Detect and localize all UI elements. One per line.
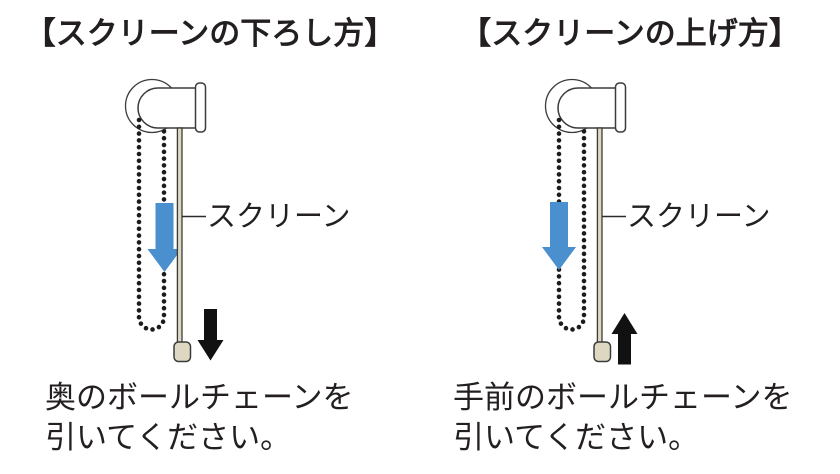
panel-title-raise: 【スクリーンの上げ方】	[460, 16, 800, 51]
roller-mechanism-diagram-raise	[542, 78, 638, 365]
blue-down-arrow-icon	[147, 203, 182, 272]
screen-label: スクリーン	[627, 201, 771, 233]
roller-end-cap	[194, 82, 207, 133]
screen-strip	[596, 127, 603, 345]
panel-lower-screen: 【スクリーンの下ろし方】 スクリーン 奥のボールチェーンを 引いてください。	[24, 16, 396, 458]
blue-down-arrow-icon	[542, 202, 576, 270]
clutch-body	[137, 87, 198, 129]
roller-end-cap	[614, 82, 627, 133]
screen-pull-tab	[593, 341, 612, 363]
caption-raise-line2: 引いてください。	[453, 420, 700, 455]
screen-label: スクリーン	[207, 201, 351, 233]
panel-title-lower: 【スクリーンの下ろし方】	[24, 16, 396, 51]
caption-raise-line1: 手前のボールチェーンを	[453, 380, 793, 415]
screen-strip	[176, 127, 183, 345]
caption-raise: 手前のボールチェーンを 引いてください。	[453, 378, 792, 458]
roller-mechanism-diagram-lower	[124, 78, 224, 363]
panel-raise-screen: 【スクリーンの上げ方】 スクリーン 手前のボールチェーンを 引いてください。	[420, 0, 840, 474]
screen-pull-tab	[173, 341, 192, 363]
caption-lower-line2: 引いてください。	[45, 420, 292, 455]
ball-chain-loop	[556, 117, 587, 332]
black-down-arrow-icon	[197, 309, 224, 361]
black-up-arrow-icon	[611, 313, 638, 365]
clutch-body	[557, 87, 618, 129]
caption-lower-line1: 奥のボールチェーンを	[45, 380, 354, 415]
caption-lower: 奥のボールチェーンを 引いてください。	[45, 378, 353, 458]
ball-chain-loop	[136, 117, 167, 332]
